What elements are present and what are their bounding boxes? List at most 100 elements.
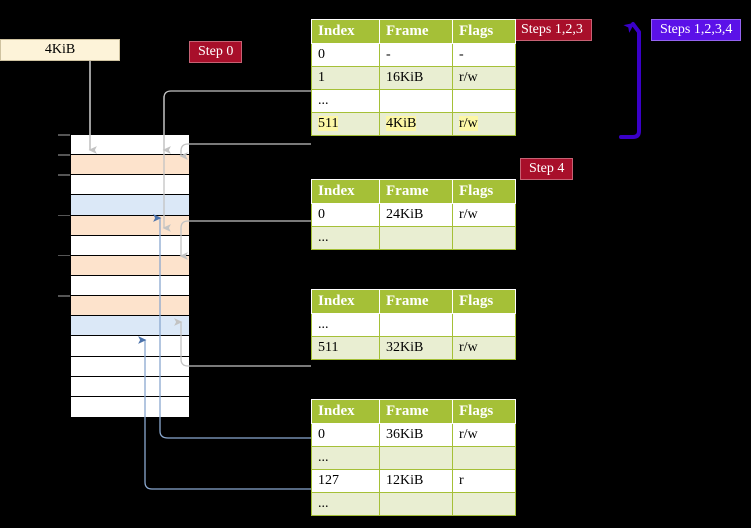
cell-value: ... [318, 450, 329, 465]
table-row: ... [311, 492, 516, 516]
table-cell: 0 [311, 203, 380, 227]
table-row: ... [311, 226, 516, 250]
steps-1234-label: Steps 1,2,3,4 [651, 19, 742, 41]
cell-value: - [459, 47, 464, 62]
steps-1234-badge: Steps 1,2,3,4 [651, 19, 742, 41]
table-cell [379, 89, 453, 113]
table-cell: 32KiB [379, 336, 453, 360]
connector-table3-to-block [174, 318, 311, 367]
memory-size-box: 4KiB [0, 39, 120, 61]
cell-value: 511 [318, 340, 339, 355]
memory-block-12 [71, 376, 189, 397]
table-cell: 511 [311, 112, 380, 136]
memory-block-1 [71, 155, 189, 176]
memory-block-6 [71, 255, 189, 276]
table-row: 0 36KiB r/w [311, 423, 516, 447]
table-cell: r/w [452, 423, 516, 447]
steps-123-badge: Steps 1,2,3 [512, 19, 592, 41]
table-cell: r/w [452, 112, 516, 136]
table-cell [452, 313, 516, 337]
memory-block-4 [71, 215, 189, 236]
column-header-flags: Flags [452, 289, 516, 314]
table-cell: 24KiB [379, 203, 453, 227]
column-header-flags: Flags [452, 179, 516, 204]
table-cell: ... [311, 226, 380, 250]
cell-value: ... [318, 230, 329, 245]
physical-memory-grid [70, 134, 190, 417]
column-header-flags: Flags [452, 19, 516, 44]
column-header-frame: Frame [379, 399, 453, 424]
table-cell: 0 [311, 43, 380, 67]
table-cell: - [379, 43, 453, 67]
cell-value: 511 [318, 116, 339, 131]
table-cell: ... [311, 446, 380, 470]
cell-value: 36KiB [386, 427, 424, 442]
table-cell: 127 [311, 469, 380, 493]
column-header-index: Index [311, 399, 380, 424]
cell-value: 4KiB [386, 116, 417, 131]
cell-value: 0 [318, 207, 325, 222]
table-row: ... [311, 89, 516, 113]
table-cell: 1 [311, 66, 380, 90]
column-header-index: Index [311, 19, 380, 44]
connector-table2-to-block [179, 220, 311, 260]
table-cell: 0 [311, 423, 380, 447]
table-cell: 511 [311, 336, 380, 360]
cell-value: 24KiB [386, 207, 424, 222]
memory-block-3 [71, 195, 189, 216]
table-cell: ... [311, 492, 380, 516]
table-cell: - [452, 43, 516, 67]
table-cell: r [452, 469, 516, 493]
memory-tick-1 [58, 154, 70, 156]
table-cell [452, 89, 516, 113]
steps-123-label: Steps 1,2,3 [512, 19, 592, 41]
cell-value: 127 [318, 473, 339, 488]
memory-block-5 [71, 235, 189, 256]
table-cell [452, 492, 516, 516]
cell-value: r/w [459, 340, 478, 355]
table-cell: ... [311, 89, 380, 113]
memory-block-7 [71, 275, 189, 297]
memory-block-0 [71, 135, 189, 156]
table-cell [452, 226, 516, 250]
step-4-label: Step 4 [520, 158, 574, 180]
memory-block-13 [71, 396, 189, 417]
table-cell [379, 492, 453, 516]
cell-value: r/w [459, 116, 478, 131]
column-header-index: Index [311, 179, 380, 204]
table-cell [379, 226, 453, 250]
table-row: 127 12KiB r [311, 469, 516, 493]
table-cell: 4KiB [379, 112, 453, 136]
memory-block-8 [71, 296, 189, 317]
memory-tick-4 [58, 214, 70, 217]
step-0-badge: Step 0 [189, 41, 243, 63]
memory-size-label: 4KiB [44, 42, 76, 57]
step-4-badge: Step 4 [520, 158, 574, 180]
column-header-frame: Frame [379, 289, 453, 314]
column-header-frame: Frame [379, 19, 453, 44]
cell-value: 16KiB [386, 70, 424, 85]
cell-value: r/w [459, 427, 478, 442]
cell-value: r/w [459, 70, 478, 85]
cell-value: ... [318, 496, 329, 511]
memory-block-9 [71, 316, 189, 337]
cell-value: r [459, 473, 464, 488]
memory-block-11 [71, 356, 189, 377]
table-cell: r/w [452, 336, 516, 360]
step-0-label: Step 0 [189, 41, 243, 63]
table-cell [379, 313, 453, 337]
arrow-steps-1234 [619, 22, 641, 139]
table-cell: 12KiB [379, 469, 453, 493]
table-cell: ... [311, 313, 380, 337]
column-header-frame: Frame [379, 179, 453, 204]
